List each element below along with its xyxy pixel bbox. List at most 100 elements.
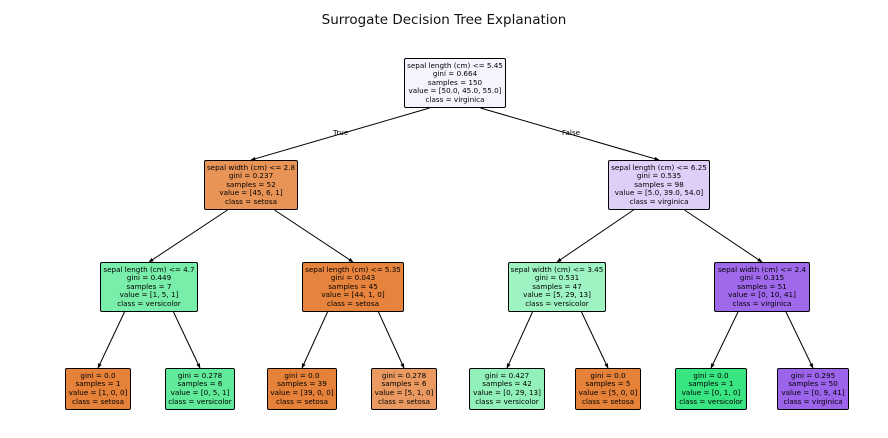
node-text-line: gini = 0.043	[330, 273, 376, 283]
node-text-line: value = [1, 0, 0]	[68, 388, 128, 397]
node-text-line: value = [5, 29, 13]	[523, 290, 591, 300]
node-text-line: value = [50.0, 45.0, 55.0]	[408, 86, 502, 96]
node-text-line: gini = 0.531	[534, 273, 580, 283]
node-text-line: class = virginica	[425, 94, 485, 104]
node-text-line: class = versicolor	[679, 396, 743, 406]
node-text-line: value = [1, 5, 1]	[119, 290, 179, 300]
node-text-line: samples = 39	[277, 379, 327, 389]
node-text-line: value = [5, 1, 0]	[374, 388, 434, 397]
node-text-line: class = versicolor	[525, 298, 589, 308]
tree-edge	[378, 311, 405, 369]
node-text-line: samples = 47	[532, 281, 582, 291]
node-text-line: sepal length (cm) <= 5.45	[407, 60, 503, 70]
node-text-line: sepal length (cm) <= 6.25	[611, 162, 707, 172]
node-text-line: value = [5.0, 39.0, 54.0]	[614, 188, 704, 198]
tree-edge	[581, 311, 609, 369]
node-text-line: samples = 52	[226, 179, 276, 189]
node-text-line: gini = 0.427	[484, 370, 530, 380]
tree-edge	[684, 209, 763, 263]
node-text-line: value = [0, 9, 41]	[781, 388, 845, 397]
node-text-line: class = setosa	[327, 298, 379, 308]
node-text-line: samples = 50	[788, 379, 838, 389]
node-text-line: sepal length (cm) <= 4.7	[103, 264, 195, 274]
tree-edge	[274, 209, 354, 263]
true-branch-label: True	[333, 128, 349, 137]
node-text-line: samples = 7	[126, 281, 172, 291]
node-text-line: value = [45, 6, 1]	[219, 188, 283, 198]
tree-edge	[250, 107, 430, 161]
node-text-line: sepal width (cm) <= 3.45	[510, 264, 604, 274]
tree-edge	[710, 311, 739, 369]
node-text-line: gini = 0.0	[693, 370, 729, 380]
node-text-line: samples = 150	[427, 77, 483, 87]
false-branch-label: False	[562, 128, 581, 137]
node-text-line: class = virginica	[732, 298, 792, 308]
node-text-line: sepal width (cm) <= 2.4	[717, 264, 807, 274]
node-text-line: gini = 0.0	[284, 370, 320, 380]
node-text-line: class = setosa	[582, 396, 634, 406]
tree-edge	[785, 311, 814, 369]
node-text-line: value = [0, 10, 41]	[728, 290, 796, 300]
tree-edge	[480, 107, 660, 161]
node-text-line: class = virginica	[783, 396, 843, 406]
node-text-line: samples = 1	[688, 379, 734, 389]
node-text-line: class = setosa	[276, 396, 328, 406]
node-text-line: class = setosa	[225, 196, 277, 206]
node-text-line: samples = 6	[177, 379, 223, 389]
node-text-line: gini = 0.0	[590, 370, 626, 380]
node-text-line: gini = 0.664	[432, 69, 478, 79]
node-text-line: value = [0, 29, 13]	[473, 388, 541, 397]
chart-title: Surrogate Decision Tree Explanation	[321, 12, 567, 28]
node-text-line: value = [0, 1, 0]	[681, 388, 741, 397]
node-text-line: class = setosa	[378, 396, 430, 406]
node-text-line: gini = 0.449	[126, 273, 172, 283]
node-text-line: samples = 51	[737, 281, 787, 291]
node-text-line: class = versicolor	[475, 396, 539, 406]
node-text-line: gini = 0.295	[790, 370, 836, 380]
node-text-line: value = [0, 5, 1]	[170, 388, 230, 397]
node-text-line: gini = 0.315	[739, 273, 785, 283]
node-text-line: samples = 5	[585, 379, 631, 389]
node-text-line: gini = 0.237	[228, 171, 274, 181]
node-text-line: value = [5, 0, 0]	[578, 388, 638, 397]
node-text-line: samples = 42	[482, 379, 532, 389]
node-text-line: gini = 0.0	[80, 370, 116, 380]
node-text-line: sepal width (cm) <= 2.8	[206, 162, 296, 172]
node-text-line: value = [39, 0, 0]	[270, 388, 334, 397]
tree-edge	[97, 311, 125, 369]
node-text-line: gini = 0.535	[636, 171, 682, 181]
node-text-line: class = versicolor	[168, 396, 232, 406]
tree-edge	[506, 311, 533, 369]
node-text-line: samples = 6	[381, 379, 427, 389]
node-text-line: sepal length (cm) <= 5.35	[305, 264, 401, 274]
tree-edge	[173, 311, 201, 369]
node-text-line: gini = 0.278	[381, 370, 427, 380]
node-text-line: value = [44, 1, 0]	[321, 290, 385, 300]
node-text-line: samples = 98	[634, 179, 684, 189]
node-text-line: class = setosa	[72, 396, 124, 406]
node-text-line: gini = 0.278	[177, 370, 223, 380]
tree-edge	[301, 311, 328, 369]
node-text-line: class = virginica	[629, 196, 689, 206]
tree-edge	[556, 209, 634, 263]
node-text-line: samples = 45	[328, 281, 378, 291]
node-text-line: class = versicolor	[117, 298, 181, 308]
node-text-line: samples = 1	[75, 379, 121, 389]
